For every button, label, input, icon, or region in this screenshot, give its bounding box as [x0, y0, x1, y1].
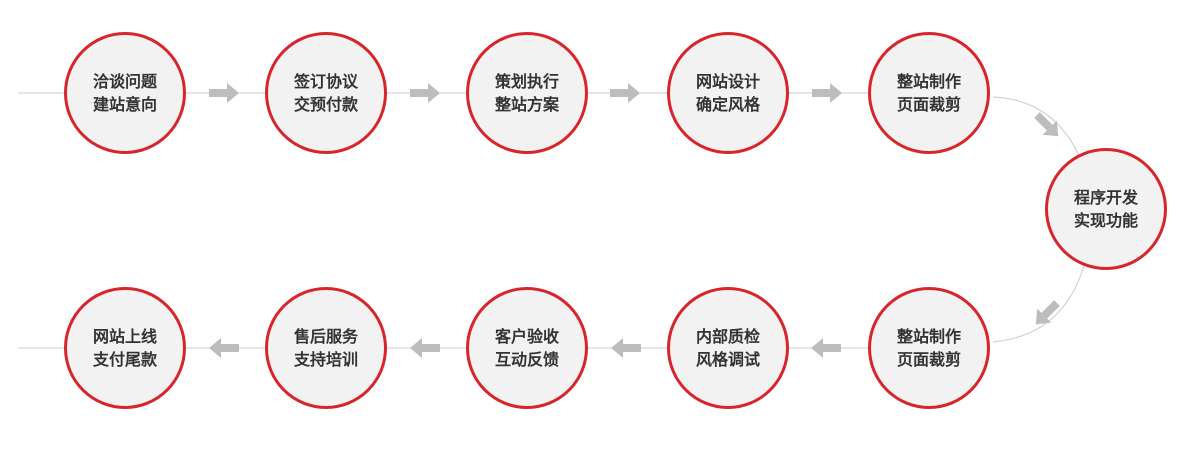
- arrow-left-icon: [611, 338, 641, 358]
- step-5-production: 整站制作 页面裁剪: [868, 32, 990, 154]
- step-2-sign-agreement: 签订协议 交预付款: [265, 32, 387, 154]
- step-line-1: 网站设计: [695, 72, 760, 91]
- step-line-2: 建站意向: [92, 95, 157, 114]
- step-6-development: 程序开发 实现功能: [1045, 148, 1167, 270]
- step-line-1: 签订协议: [293, 72, 358, 91]
- step-line-1: 客户验收: [494, 327, 559, 346]
- step-3-planning: 策划执行 整站方案: [466, 32, 588, 154]
- step-line-2: 实现功能: [1073, 211, 1138, 230]
- step-1-negotiation: 洽谈问题 建站意向: [64, 32, 186, 154]
- step-line-1: 整站制作: [896, 327, 961, 346]
- step-8-quality-check: 内部质检 风格调试: [667, 287, 789, 409]
- step-line-1: 网站上线: [92, 327, 157, 346]
- step-7-production: 整站制作 页面裁剪: [868, 287, 990, 409]
- step-line-1: 程序开发: [1073, 188, 1138, 207]
- step-9-acceptance: 客户验收 互动反馈: [466, 287, 588, 409]
- arrow-right-icon: [610, 83, 640, 103]
- step-line-2: 整站方案: [494, 95, 559, 114]
- arrow-down-left-icon: [1035, 300, 1060, 325]
- step-line-1: 内部质检: [695, 327, 760, 346]
- step-line-2: 支持培训: [293, 350, 358, 369]
- arrow-right-icon: [209, 83, 239, 103]
- arrow-left-icon: [209, 338, 239, 358]
- step-line-2: 互动反馈: [494, 350, 559, 369]
- arrow-right-icon: [812, 83, 842, 103]
- step-line-1: 策划执行: [494, 72, 559, 91]
- step-line-1: 整站制作: [896, 72, 961, 91]
- curve-connector-bottom: [992, 261, 1086, 343]
- arrow-right-icon: [410, 83, 440, 103]
- arrow-left-icon: [410, 338, 440, 358]
- step-10-after-sales: 售后服务 支持培训: [265, 287, 387, 409]
- step-11-launch: 网站上线 支付尾款: [64, 287, 186, 409]
- step-line-2: 支付尾款: [92, 350, 157, 369]
- step-line-2: 页面裁剪: [896, 350, 961, 369]
- arrow-down-right-icon: [1034, 112, 1059, 137]
- step-4-design: 网站设计 确定风格: [667, 32, 789, 154]
- arrow-left-icon: [811, 338, 841, 358]
- step-line-2: 交预付款: [293, 95, 358, 114]
- step-line-1: 洽谈问题: [92, 72, 157, 91]
- step-line-2: 风格调试: [695, 350, 760, 369]
- step-line-2: 页面裁剪: [896, 95, 961, 114]
- step-line-2: 确定风格: [695, 95, 760, 114]
- step-line-1: 售后服务: [293, 327, 358, 346]
